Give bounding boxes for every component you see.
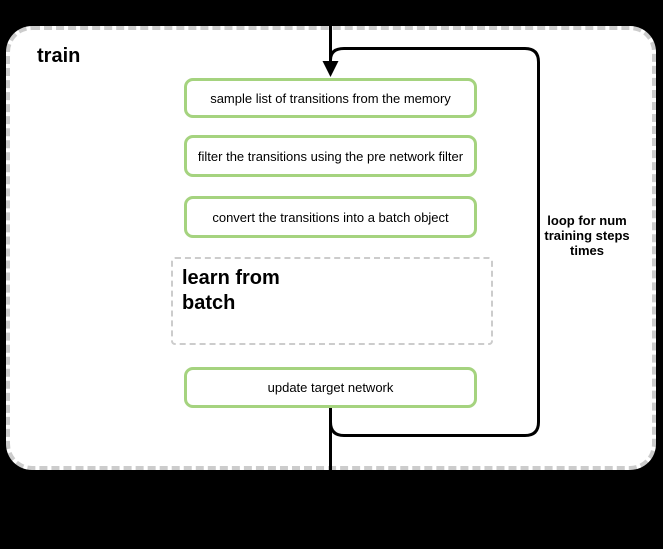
train-container-label: train bbox=[37, 45, 81, 67]
node-update-target-network: update target network bbox=[184, 367, 477, 408]
loop-annotation: loop for num training steps times bbox=[544, 213, 630, 258]
node-convert-to-batch: convert the transitions into a batch obj… bbox=[184, 196, 477, 238]
learn-from-batch-label: learn from batch bbox=[182, 267, 280, 314]
node-filter-transitions: filter the transitions using the pre net… bbox=[184, 135, 477, 177]
learn-from-batch-group: learn from batch bbox=[171, 257, 493, 345]
node-sample-transitions: sample list of transitions from the memo… bbox=[184, 78, 477, 118]
